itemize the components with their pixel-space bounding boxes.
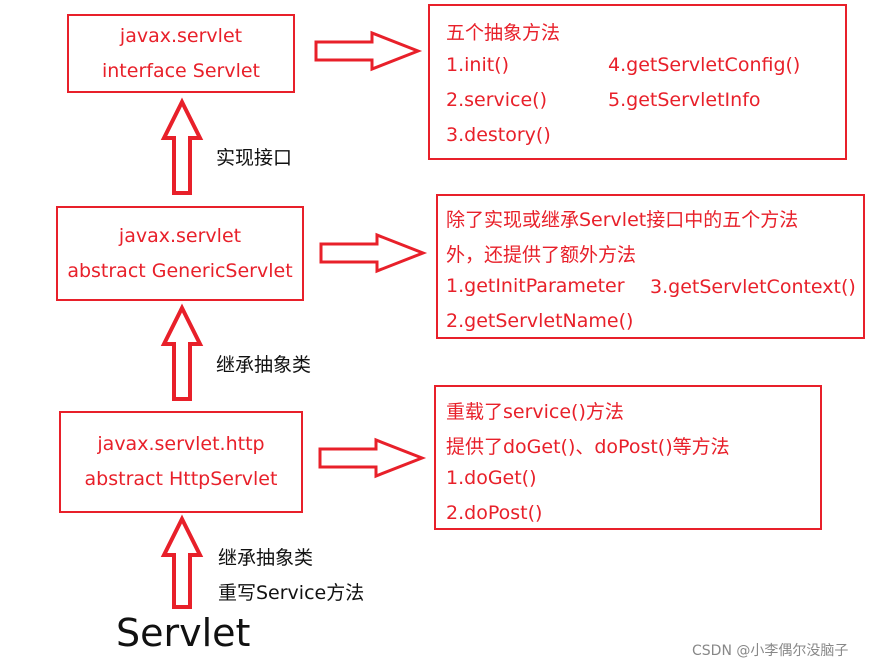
http-note-line-1: 重载了service()方法 <box>446 401 624 423</box>
extend-label-2: 继承抽象类 <box>218 547 314 569</box>
servlet-note-method-2: 2.service() <box>446 89 548 111</box>
http-note-arrow <box>318 437 427 479</box>
servlet-package: javax.servlet <box>119 24 243 47</box>
generic-note-line-1: 除了实现或继承Servlet接口中的五个方法 <box>446 209 799 231</box>
http-name: abstract HttpServlet <box>84 468 278 490</box>
http-note-line-2: 提供了doGet()、doPost()等方法 <box>446 436 730 458</box>
generic-note-method-2: 2.getServletName() <box>446 310 634 332</box>
servlet-methods-note: 五个抽象方法 1.init() 2.service() 3.destory() … <box>428 4 847 160</box>
extend-arrow-2 <box>160 514 204 609</box>
servlet-name: interface Servlet <box>101 59 260 82</box>
generic-servlet-box: javax.servlet abstract GenericServlet <box>56 206 304 301</box>
http-methods-note: 重载了service()方法 提供了doGet()、doPost()等方法 1.… <box>434 385 822 530</box>
implement-arrow <box>160 97 204 195</box>
servlet-note-method-1: 1.init() <box>446 54 510 76</box>
http-note-method-1: 1.doGet() <box>446 467 537 489</box>
generic-package: javax.servlet <box>118 224 242 247</box>
servlet-interface-box: javax.servlet interface Servlet <box>67 14 295 93</box>
generic-note-arrow <box>319 232 428 274</box>
http-servlet-box: javax.servlet.http abstract HttpServlet <box>59 411 303 513</box>
http-note-method-2: 2.doPost() <box>446 502 543 524</box>
servlet-note-title: 五个抽象方法 <box>446 22 561 44</box>
servlet-note-method-3: 3.destory() <box>446 124 551 146</box>
servlet-note-arrow <box>314 30 423 72</box>
generic-note-method-3: 3.getServletContext() <box>650 276 856 298</box>
override-label: 重写Service方法 <box>218 582 365 604</box>
generic-note-method-1: 1.getInitParameter <box>446 275 625 297</box>
bottom-servlet-label: Servlet <box>116 611 251 655</box>
servlet-note-method-4: 4.getServletConfig() <box>608 54 801 76</box>
servlet-note-method-5: 5.getServletInfo <box>608 89 761 111</box>
generic-methods-note: 除了实现或继承Servlet接口中的五个方法 外，还提供了额外方法 1.getI… <box>436 194 865 339</box>
csdn-watermark: CSDN @小李偶尔没脑子 <box>692 643 849 659</box>
extend-label-1: 继承抽象类 <box>216 354 312 376</box>
generic-name: abstract GenericServlet <box>67 259 293 282</box>
extend-arrow-1 <box>160 303 204 401</box>
implement-label: 实现接口 <box>216 147 293 169</box>
http-package: javax.servlet.http <box>97 433 265 455</box>
generic-note-line-2: 外，还提供了额外方法 <box>446 244 637 266</box>
